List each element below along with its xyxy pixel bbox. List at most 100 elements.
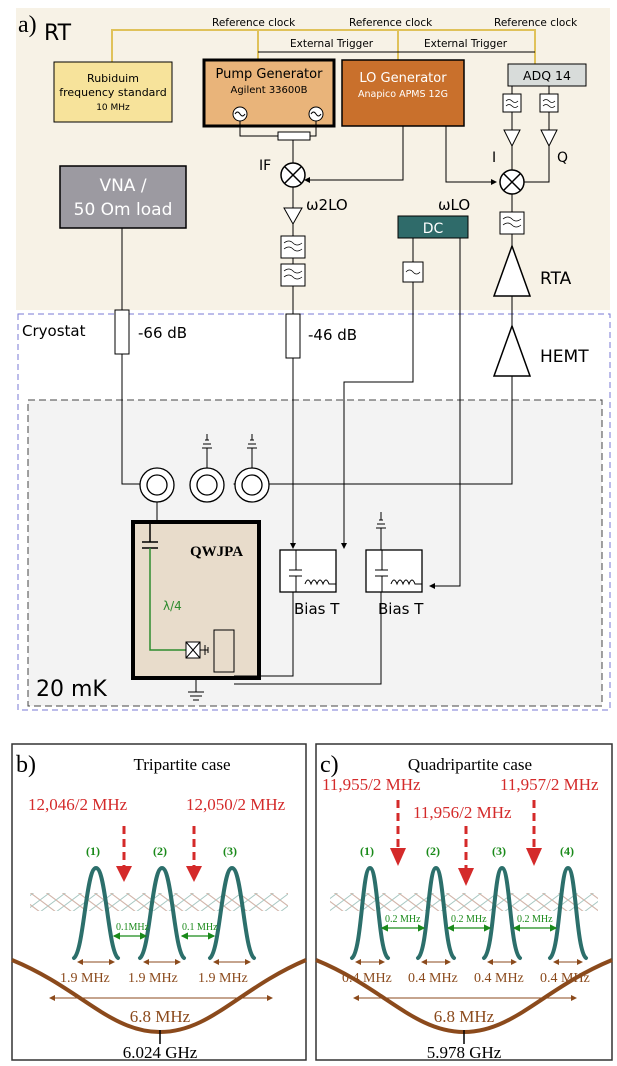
panel-c-mode-1: (1) — [360, 844, 374, 858]
panel-c-spacing-3: 0.2 MHz — [517, 914, 553, 925]
rubidium-line3: 10 MHz — [96, 103, 130, 113]
panel-b-pump-2: 12,050/2 MHz — [186, 795, 286, 814]
bias-t-2-label: Bias T — [378, 600, 424, 618]
circulator-1-icon — [139, 467, 175, 503]
panel-b-bandwidth: 6.8 MHz — [130, 1007, 191, 1026]
panel-c-mode-3: (3) — [492, 844, 506, 858]
panel-b-center: 6.024 GHz — [123, 1043, 198, 1062]
bias-t-1-box — [279, 549, 337, 593]
lambda-label: λ/4 — [163, 599, 182, 613]
bias-t-1-label: Bias T — [294, 600, 340, 618]
pump-filter-2-icon — [280, 263, 306, 287]
cryostat-box — [17, 313, 611, 711]
vna-box — [59, 165, 187, 229]
hemt-label: HEMT — [540, 347, 589, 367]
adq-filter-i-icon — [502, 93, 522, 113]
bias-t-2-box — [365, 549, 423, 593]
ref-clock-1: Reference clock — [212, 17, 296, 29]
amp-pump-icon — [283, 207, 303, 226]
cryostat-label: Cryostat — [22, 322, 86, 340]
panel-b-width-2: 1.9 MHz — [128, 971, 178, 986]
pump-generator-model: Agilent 33600B — [230, 85, 307, 96]
panel-c-title: Quadripartite case — [408, 755, 532, 774]
panel-b-spacing-2: 0.1 MHz — [182, 922, 218, 933]
hemt-amp-icon — [492, 323, 532, 377]
q-label: Q — [557, 150, 568, 166]
circulator-2-icon — [189, 467, 225, 503]
pump-generator-title: Pump Generator — [216, 67, 324, 82]
lo-generator-title: LO Generator — [359, 71, 447, 86]
pump-filter-1-icon — [280, 235, 306, 259]
rt-label: RT — [44, 21, 72, 46]
panel-c-label: c) — [320, 752, 339, 778]
adq-box — [507, 63, 587, 87]
panel-b-mode-2-peak — [138, 865, 186, 960]
qwjpa-label: QWJPA — [190, 544, 243, 560]
panel-b-mode-1-peak — [72, 865, 120, 960]
terminations — [202, 434, 257, 468]
dc-label: DC — [423, 221, 444, 237]
vna-line2: 50 Om load — [74, 200, 173, 220]
panel-b-spacing-1: 0.1MHz — [116, 922, 150, 933]
circulators — [139, 467, 270, 503]
ref-clock-2: Reference clock — [349, 17, 433, 29]
panel-a: a) RT Cryostat 20 mK Reference clock Ref… — [16, 8, 611, 711]
ext-trigger-1: External Trigger — [290, 38, 374, 50]
panel-b-mode-2: (2) — [153, 844, 167, 858]
panel-b-mode-3-peak — [208, 865, 256, 960]
rubidium-line2: frequency standard — [59, 86, 166, 99]
flux-line-icon — [213, 629, 235, 673]
lo-generator-box — [341, 59, 465, 127]
panel-c-pump-2: 11,956/2 MHz — [413, 803, 512, 822]
panel-c-mode-2: (2) — [426, 844, 440, 858]
lo-generator-model: Anapico APMS 12G — [358, 89, 448, 100]
panel-b-title: Tripartite case — [133, 755, 230, 774]
panel-c-pump-3: 11,957/2 MHz — [500, 775, 599, 794]
w2lo-label: ω2LO — [306, 196, 348, 214]
att-46-label: -46 dB — [308, 326, 357, 344]
panel-c-center: 5.978 GHz — [427, 1043, 502, 1062]
panel-b: b) Tripartite case 12,046/2 MHz 12,050/2… — [11, 743, 307, 1062]
panel-b-label: b) — [16, 752, 36, 778]
panel-c: c) Quadripartite case 11,955/2 MHz 11,95… — [315, 743, 613, 1062]
panel-b-mode-3: (3) — [223, 844, 237, 858]
dc-box — [397, 215, 469, 239]
panel-b-width-1: 1.9 MHz — [60, 971, 110, 986]
panel-c-mode-4: (4) — [560, 844, 574, 858]
rx-filter-icon — [499, 211, 525, 235]
panel-c-width-3: 0.4 MHz — [474, 971, 524, 986]
panel-c-spacing-2: 0.2 MHz — [451, 914, 487, 925]
panel-c-mode-3-peak — [482, 865, 522, 960]
panel-c-mode-2-peak — [416, 865, 456, 960]
i-label: I — [492, 150, 496, 166]
ref-clock-3: Reference clock — [494, 17, 578, 29]
clock-wires — [111, 29, 536, 64]
vna-line1: VNA / — [99, 176, 146, 196]
rubidium-line1: Rubiduim — [87, 72, 139, 85]
adq-label: ADQ 14 — [523, 68, 571, 83]
panel-c-width-4: 0.4 MHz — [540, 971, 590, 986]
circulator-3-icon — [234, 467, 270, 503]
ext-trigger-2: External Trigger — [424, 38, 508, 50]
panel-c-width-1: 0.4 MHz — [342, 971, 392, 986]
wlo-label: ωLO — [438, 196, 470, 214]
panel-c-width-2: 0.4 MHz — [408, 971, 458, 986]
mk-label: 20 mK — [36, 677, 107, 702]
att-66-label: -66 dB — [138, 324, 187, 342]
panel-c-mode-1-peak — [350, 865, 390, 960]
panel-c-pump-1: 11,955/2 MHz — [322, 775, 421, 794]
att-46-icon — [285, 313, 301, 359]
panel-c-bandwidth: 6.8 MHz — [434, 1007, 495, 1026]
pump-combiner — [277, 131, 311, 141]
rt-background — [16, 8, 610, 310]
panel-c-mode-4-peak — [548, 865, 588, 960]
panel-b-pump-1: 12,046/2 MHz — [28, 795, 128, 814]
panel-b-width-3: 1.9 MHz — [198, 971, 248, 986]
adq-filter-q-icon — [539, 93, 559, 113]
panel-c-spacing-1: 0.2 MHz — [385, 914, 421, 925]
if-label: IF — [259, 158, 271, 174]
panel-b-mode-1: (1) — [86, 844, 100, 858]
panel-a-label: a) — [18, 12, 37, 38]
rubidium-box — [53, 61, 173, 123]
